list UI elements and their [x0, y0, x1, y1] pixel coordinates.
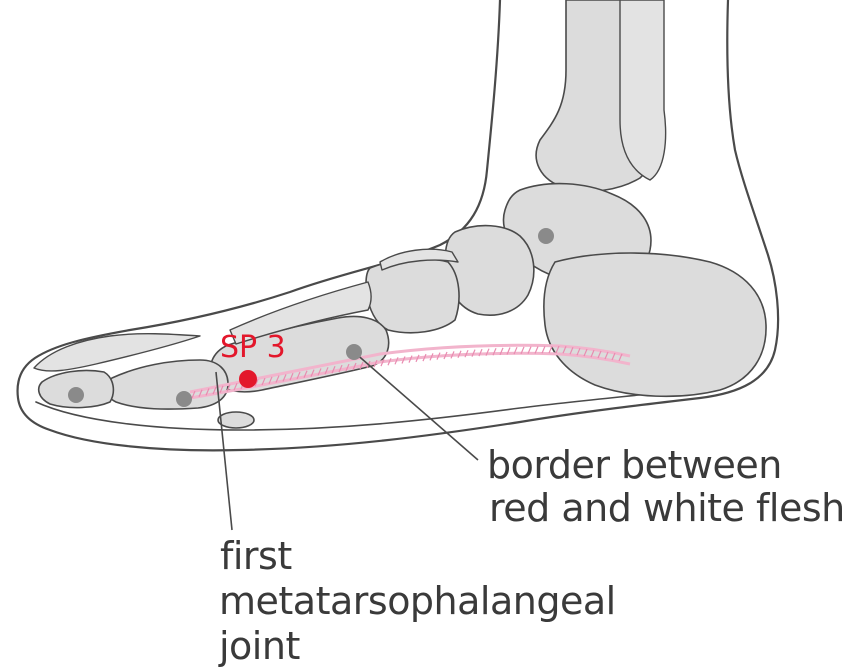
- proximal-phalanx: [106, 360, 228, 409]
- border-annotation-line-1: border between: [487, 443, 782, 487]
- reference-point-midfoot: [346, 344, 362, 360]
- sp3-label: SP 3: [220, 330, 286, 365]
- joint-annotation-line-2: metatarsophalangeal: [219, 579, 616, 623]
- calcaneus-bone: [544, 253, 766, 396]
- cuneiform-medial: [366, 259, 459, 333]
- reference-point-phalanx: [176, 391, 192, 407]
- border-leader-line: [354, 352, 478, 460]
- reference-point-toe: [68, 387, 84, 403]
- reference-point-ankle: [538, 228, 554, 244]
- joint-annotation-line-1: first: [220, 534, 292, 578]
- fibula-bone: [620, 0, 666, 180]
- border-annotation-line-2: red and white flesh: [489, 486, 845, 530]
- joint-annotation-line-3: joint: [218, 624, 300, 668]
- sp3-point-marker: [239, 370, 257, 388]
- sesamoid-bone: [218, 412, 254, 428]
- foot-bones: [34, 0, 766, 428]
